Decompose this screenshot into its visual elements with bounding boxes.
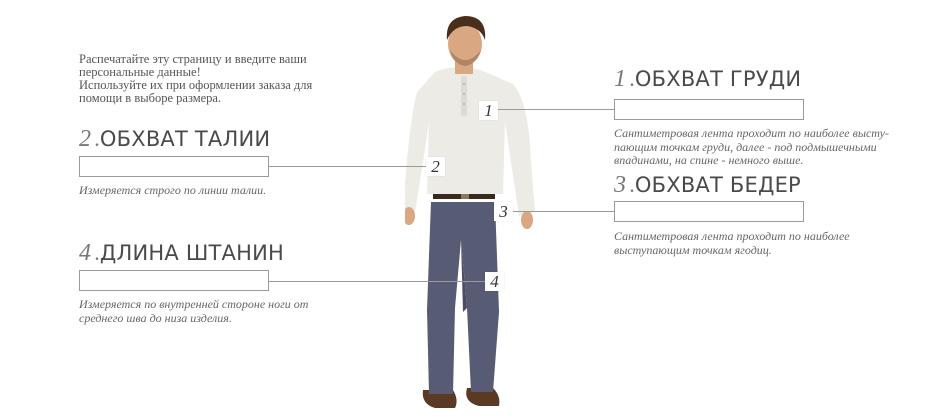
- hips-title: ОБХВАТ БЕДЕР: [634, 173, 801, 197]
- chest-description-line: впадинами, на спине - немного выше.: [614, 153, 804, 167]
- intro-line: персональные данные!: [79, 65, 201, 79]
- hips-description: Сантиметровая лента проходит по наиболее…: [614, 229, 850, 257]
- intro-text: Распечатайте эту страницу и введите ваши…: [79, 53, 369, 105]
- waist-number: 2: [79, 126, 92, 152]
- inseam-description-line: Измеряется по внутренней стороне ноги от: [79, 297, 309, 311]
- hips-description-line: Сантиметровая лента проходит по наиболее: [614, 229, 850, 243]
- hips-description-line: выступающим точкам ягодиц.: [614, 242, 772, 257]
- inseam-heading: 4.ДЛИНА ШТАНИН: [79, 240, 284, 266]
- hips-connector-line: [513, 211, 614, 212]
- chest-description-line: пающим точкам груди, далее - под подмыше…: [614, 139, 877, 154]
- chest-number: 1: [614, 66, 627, 92]
- waist-heading: 2.ОБХВАТ ТАЛИИ: [79, 126, 271, 152]
- hips-input[interactable]: [614, 201, 804, 222]
- intro-line: Используйте их при оформлении заказа для: [79, 78, 313, 92]
- chest-connector-line: [498, 109, 614, 110]
- inseam-input[interactable]: [79, 270, 269, 291]
- chest-description-line: Сантиметровая лента проходит по наиболее…: [614, 126, 889, 140]
- inseam-description: Измеряется по внутренней стороне ноги от…: [79, 297, 309, 325]
- inseam-number: 4: [79, 240, 92, 266]
- chest-marker: 1: [479, 101, 498, 120]
- hips-heading: 3.ОБХВАТ БЕДЕР: [614, 172, 801, 198]
- hips-marker: 3: [494, 202, 513, 221]
- hips-number: 3: [614, 172, 627, 198]
- inseam-description-line: среднего шва до низа изделия.: [79, 310, 232, 325]
- inseam-connector-line: [269, 281, 485, 282]
- waist-input[interactable]: [79, 156, 269, 177]
- waist-description: Измеряется строго по линии талии.: [79, 183, 267, 198]
- model-photo: [405, 16, 535, 408]
- intro-line: помощи в выборе размера.: [79, 91, 222, 105]
- chest-heading: 1.ОБХВАТ ГРУДИ: [614, 66, 802, 92]
- waist-title: ОБХВАТ ТАЛИИ: [99, 127, 271, 151]
- chest-description: Сантиметровая лента проходит по наиболее…: [614, 126, 889, 168]
- inseam-title: ДЛИНА ШТАНИН: [99, 241, 284, 265]
- waist-marker: 2: [426, 157, 445, 176]
- chest-title: ОБХВАТ ГРУДИ: [634, 67, 802, 91]
- waist-description-line: Измеряется строго по линии талии.: [79, 183, 267, 197]
- intro-line: Распечатайте эту страницу и введите ваши: [79, 52, 307, 66]
- waist-connector-line: [269, 166, 426, 167]
- chest-input[interactable]: [614, 99, 804, 120]
- inseam-marker: 4: [485, 272, 504, 291]
